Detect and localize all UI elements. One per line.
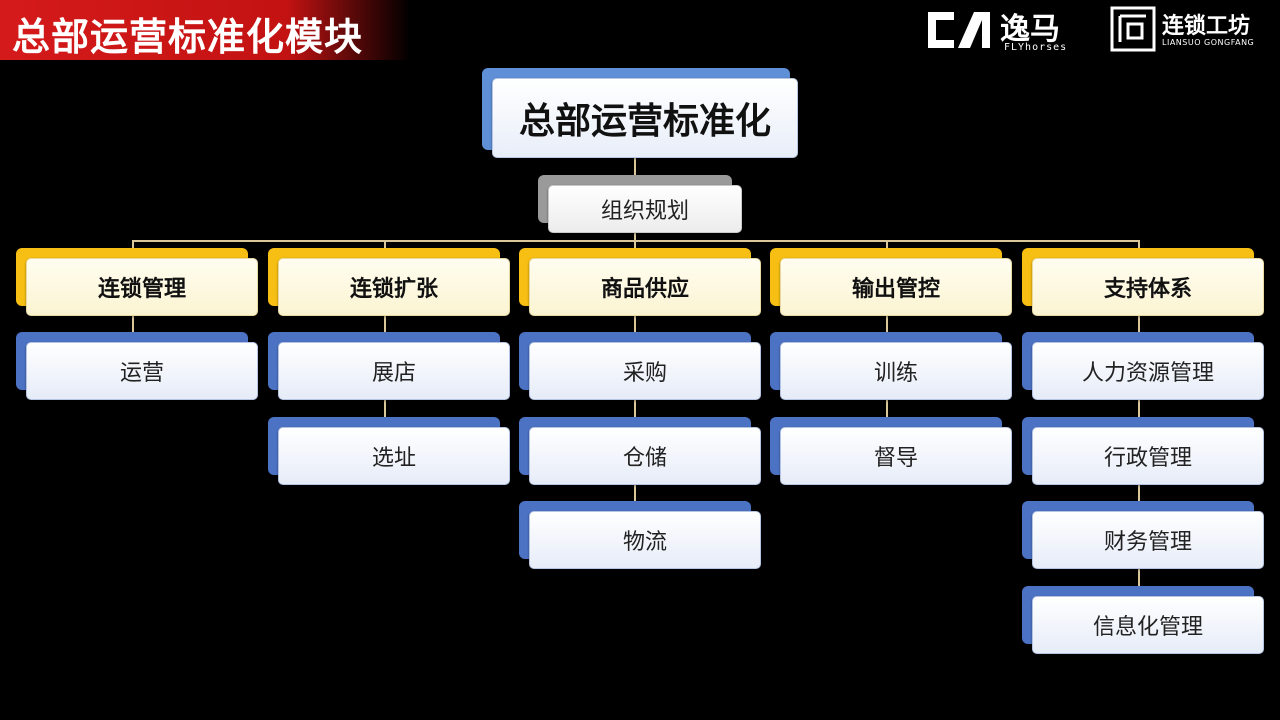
item-label: 物流 [529, 511, 761, 569]
category-label: 输出管控 [780, 258, 1012, 316]
item-label: 采购 [529, 342, 761, 400]
item-label: 展店 [278, 342, 510, 400]
connector-horizontal-bus [132, 240, 1140, 242]
title-banner: 总部运营标准化模块 [0, 0, 410, 60]
liansuo-gongfang-logo: 连锁工坊 LIANSUO GONGFANG [1110, 6, 1275, 52]
flyhorses-logo-mark [928, 12, 990, 48]
item-label: 仓储 [529, 427, 761, 485]
item-label: 财务管理 [1032, 511, 1264, 569]
liansuo-gongfang-logo-name: 连锁工坊 [1162, 14, 1251, 39]
item-label: 行政管理 [1032, 427, 1264, 485]
item-label: 信息化管理 [1032, 596, 1264, 654]
flyhorses-logo-name: 逸马 [1000, 12, 1060, 47]
org-root-label: 总部运营标准化 [492, 78, 798, 158]
item-label: 督导 [780, 427, 1012, 485]
category-label: 连锁管理 [26, 258, 258, 316]
item-label: 训练 [780, 342, 1012, 400]
org-planning-label: 组织规划 [548, 185, 742, 233]
item-label: 选址 [278, 427, 510, 485]
item-label: 运营 [26, 342, 258, 400]
liansuo-gongfang-logo-mark [1110, 6, 1156, 52]
category-label: 支持体系 [1032, 258, 1264, 316]
item-label: 人力资源管理 [1032, 342, 1264, 400]
liansuo-gongfang-logo-subtitle: LIANSUO GONGFANG [1162, 38, 1255, 47]
category-label: 商品供应 [529, 258, 761, 316]
category-label: 连锁扩张 [278, 258, 510, 316]
flyhorses-logo: 逸马 FLYhorses [924, 6, 1094, 56]
page-title: 总部运营标准化模块 [12, 15, 364, 59]
flyhorses-logo-subtitle: FLYhorses [1004, 42, 1068, 53]
